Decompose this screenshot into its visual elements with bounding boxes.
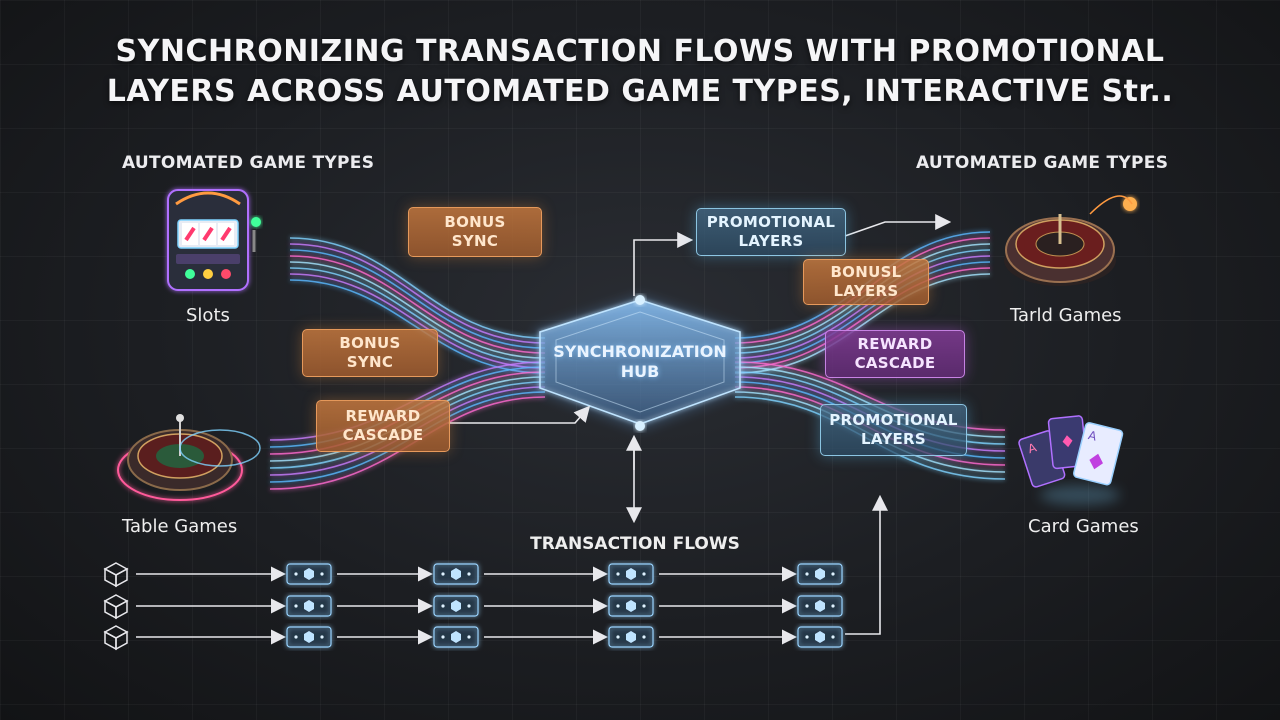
flow-node <box>608 595 654 617</box>
flow-line-left-upper <box>289 279 546 374</box>
slot-machine-icon <box>167 189 261 291</box>
roulette-wheel-icon-right <box>1004 195 1137 286</box>
flow-node <box>797 626 843 648</box>
flow-node <box>433 626 479 648</box>
flow-line-left-upper <box>289 273 546 369</box>
game-label-card-games: Card Games <box>1028 516 1139 537</box>
flow-line-right-upper <box>734 273 991 374</box>
game-label-table-games: Table Games <box>122 516 238 537</box>
flow-line-right-upper <box>734 267 991 369</box>
flow-line-left-upper <box>289 243 546 344</box>
cube-icon <box>103 562 129 588</box>
flow-node <box>286 563 332 585</box>
flow-line-left-upper <box>289 255 546 354</box>
flow-node <box>286 595 332 617</box>
roulette-wheel-icon-left <box>117 414 261 501</box>
flow-node <box>797 563 843 585</box>
cube-icon <box>103 625 129 651</box>
game-label-tarld-games: Tarld Games <box>1010 305 1122 326</box>
playing-cards-icon: A A <box>1018 415 1124 505</box>
page-title: SYNCHRONIZING TRANSACTION FLOWS WITH PRO… <box>40 32 1240 112</box>
flow-node <box>608 563 654 585</box>
flow-line-left-upper <box>289 267 546 364</box>
flow-line-left-upper <box>289 249 546 349</box>
left-section-heading: AUTOMATED GAME TYPES <box>122 153 375 173</box>
flow-node <box>433 595 479 617</box>
flow-node <box>608 626 654 648</box>
flow-node <box>797 595 843 617</box>
flow-line-right-upper <box>734 255 991 359</box>
flow-node <box>286 626 332 648</box>
synchronization-hub <box>535 295 745 431</box>
title-line-1: SYNCHRONIZING TRANSACTION FLOWS WITH PRO… <box>115 34 1165 69</box>
flow-line-right-upper <box>734 261 991 364</box>
flow-line-left-upper <box>289 261 546 359</box>
game-label-slots: Slots <box>186 305 230 326</box>
transaction-flows-label: TRANSACTION FLOWS <box>530 534 740 554</box>
cube-icon <box>103 594 129 620</box>
right-section-heading: AUTOMATED GAME TYPES <box>916 153 1169 173</box>
flow-line-left-upper <box>289 237 546 339</box>
transaction-flow-rows <box>103 562 843 651</box>
hub-arrows <box>448 214 952 635</box>
flow-node <box>433 563 479 585</box>
title-line-2: LAYERS ACROSS AUTOMATED GAME TYPES, INTE… <box>106 74 1174 109</box>
